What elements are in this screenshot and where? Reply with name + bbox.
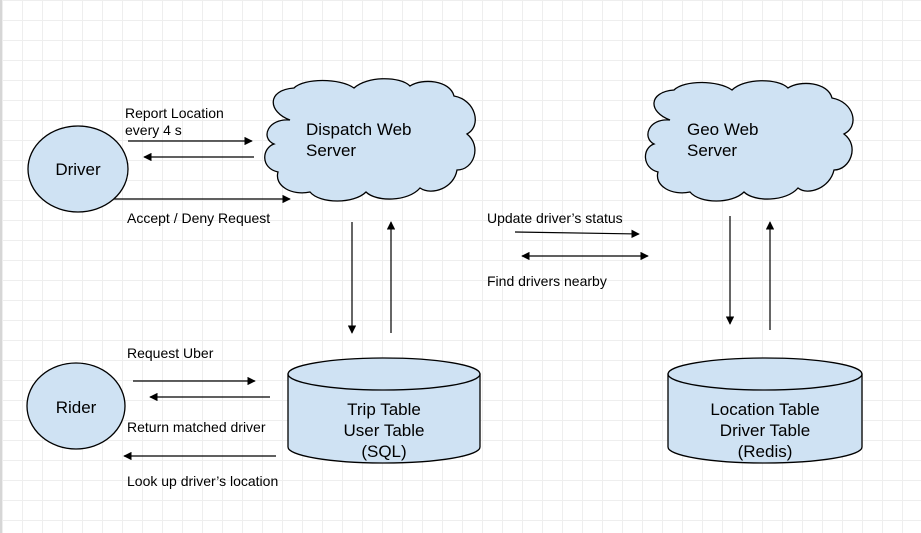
- dispatch-cloud-shape: [264, 78, 476, 202]
- location-db-top: [667, 357, 863, 391]
- report-location-label-line1: Report Location: [125, 105, 224, 121]
- trip-db-body: [287, 373, 481, 464]
- geo-server-node[interactable]: Geo Web Server: [644, 80, 854, 202]
- location-db-node[interactable]: Location Table Driver Table (Redis): [667, 357, 863, 464]
- accept-deny-label: Accept / Deny Request: [127, 210, 270, 226]
- geo-label-line1: Geo Web: [687, 120, 759, 139]
- location-db-body: [667, 373, 863, 464]
- dispatch-label-line2: Server: [306, 141, 356, 160]
- request-uber-label: Request Uber: [127, 345, 214, 361]
- trip-db-top: [287, 357, 481, 391]
- trip-db-node[interactable]: Trip Table User Table (SQL): [287, 357, 481, 464]
- location-db-label-line3: (Redis): [738, 442, 793, 461]
- rider-label: Rider: [56, 398, 97, 417]
- trip-db-label-line3: (SQL): [361, 442, 406, 461]
- update-status-arrow: [514, 229, 640, 239]
- report-location-label-line2: every 4 s: [125, 122, 182, 138]
- rider-circle: [26, 362, 126, 450]
- location-db-label-line1: Location Table: [710, 400, 819, 419]
- trip-db-label-line1: Trip Table: [347, 400, 421, 419]
- geo-label-line2: Server: [687, 141, 737, 160]
- trip-db-label-line2: User Table: [344, 421, 425, 440]
- lookup-location-label: Look up driver’s location: [127, 473, 278, 489]
- dispatch-label-line1: Dispatch Web: [306, 120, 412, 139]
- update-status-label: Update driver’s status: [487, 210, 623, 226]
- find-drivers-label: Find drivers nearby: [487, 273, 607, 289]
- location-db-label-line2: Driver Table: [720, 421, 810, 440]
- return-matched-label: Return matched driver: [127, 419, 266, 435]
- driver-label: Driver: [55, 160, 101, 179]
- dispatch-server-node[interactable]: Dispatch Web Server: [264, 78, 476, 202]
- driver-circle: [27, 125, 129, 213]
- geo-cloud-shape: [644, 80, 854, 202]
- driver-node[interactable]: Driver: [27, 125, 129, 213]
- rider-node[interactable]: Rider: [26, 362, 126, 450]
